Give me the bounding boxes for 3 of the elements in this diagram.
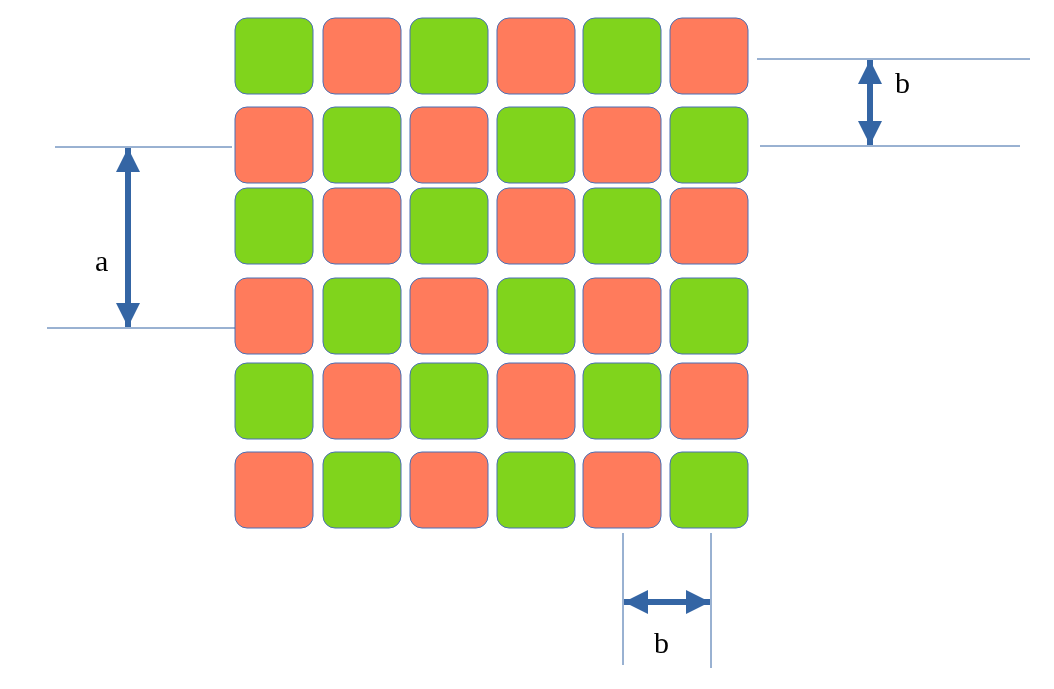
dimension-label: b [654,628,669,658]
dimension-label: b [895,68,910,98]
dimension-label: a [95,246,109,276]
